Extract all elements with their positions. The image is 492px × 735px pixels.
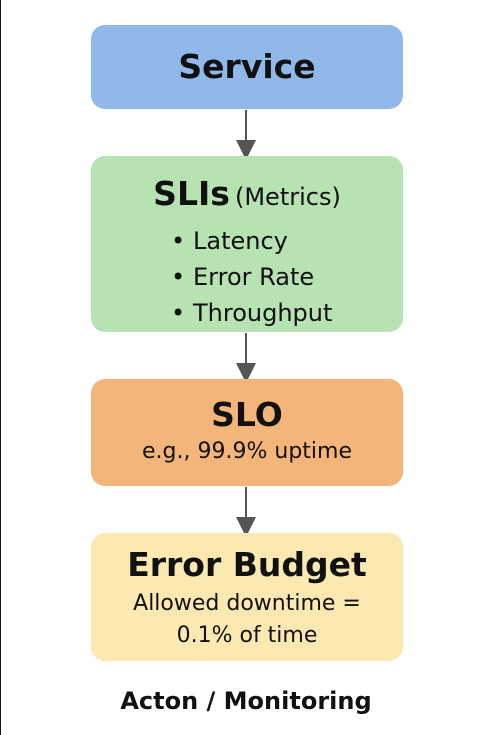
sli-item-label: Error Rate <box>193 263 315 291</box>
sli-item-latency: •Latency <box>171 223 332 259</box>
service-box: Service <box>91 25 403 109</box>
sli-item-error-rate: •Error Rate <box>171 259 332 295</box>
sli-subtitle: (Metrics) <box>234 183 341 211</box>
sli-item-label: Throughput <box>193 299 333 327</box>
slo-title: SLO <box>211 395 283 434</box>
left-edge-rule <box>0 0 1 735</box>
sli-heading: SLIs (Metrics) <box>91 175 403 219</box>
sli-box: SLIs (Metrics) •Latency •Error Rate •Thr… <box>91 156 403 332</box>
service-title: Service <box>178 47 316 86</box>
bullet-icon: • <box>171 263 186 291</box>
sli-item-label: Latency <box>193 227 288 255</box>
slo-box: SLO e.g., 99.9% uptime <box>91 379 403 486</box>
error-budget-description-line2: 0.1% of time <box>176 623 318 648</box>
footer-caption: Acton / Monitoring <box>120 687 372 715</box>
sli-item-throughput: •Throughput <box>171 295 332 331</box>
slo-description: e.g., 99.9% uptime <box>142 439 352 464</box>
sli-metric-list: •Latency •Error Rate •Throughput <box>171 223 332 331</box>
error-budget-description-line1: Allowed downtime = <box>133 591 361 616</box>
error-budget-title: Error Budget <box>127 545 367 584</box>
bullet-icon: • <box>171 299 186 327</box>
bullet-icon: • <box>171 227 186 255</box>
error-budget-box: Error Budget Allowed downtime = 0.1% of … <box>91 533 403 661</box>
sli-title: SLIs <box>153 174 230 213</box>
